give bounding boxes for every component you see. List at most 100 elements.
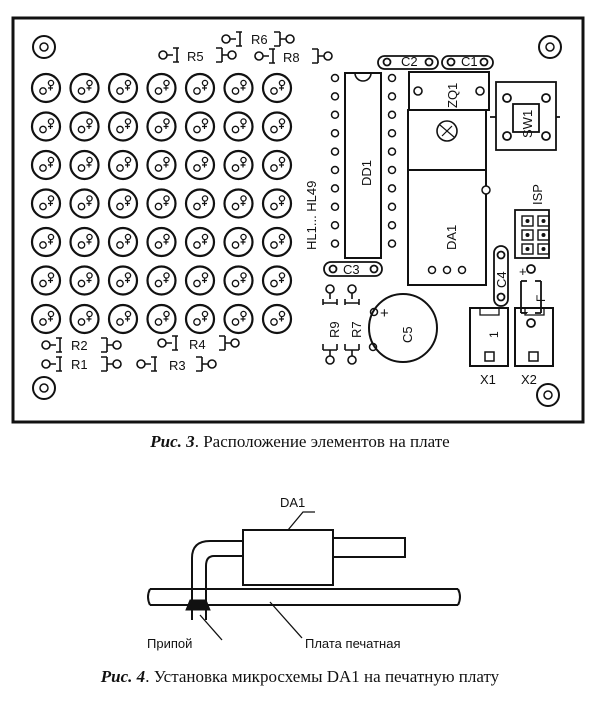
- isp-connector-label: ISP: [530, 184, 545, 205]
- mounting-hole-bottom-left: [32, 376, 56, 400]
- resistor-r6-label: R6: [251, 32, 268, 47]
- led: [184, 72, 216, 104]
- led: [146, 72, 177, 104]
- ic-pin: [387, 184, 397, 193]
- led: [30, 149, 62, 181]
- led: [223, 265, 254, 296]
- switch-sw1: [490, 81, 560, 151]
- figure4-caption-text: . Установка микросхемы DA1 на печатную п…: [145, 667, 500, 686]
- isp-pin: [537, 215, 550, 227]
- led: [107, 226, 139, 258]
- resistor-r1-label: R1: [71, 357, 88, 372]
- led-matrix-label: HL1... HL49: [304, 181, 319, 250]
- pcb-layout-figure: HL1... HL49 R6 R5 R8 R2 R1 R4 R3 D: [11, 16, 585, 424]
- resistor-r5: [158, 47, 237, 63]
- da1-mounting-figure: DA1 Припой Плата печатная: [147, 495, 461, 651]
- isp-pin: [521, 243, 534, 255]
- figure3-caption: Рис. 3. Расположение элементов на плате: [0, 432, 600, 452]
- led: [69, 111, 100, 142]
- pcb-board: [11, 16, 585, 424]
- led: [184, 149, 216, 181]
- ic-pin: [387, 110, 397, 120]
- da1-callout-label: DA1: [280, 495, 305, 510]
- ic-pin: [330, 239, 340, 248]
- solder-joint-drawing: [185, 599, 211, 611]
- figure4-caption-number: Рис. 4: [100, 667, 146, 686]
- led: [223, 72, 254, 104]
- led: [223, 226, 254, 258]
- ic-pin: [330, 73, 340, 83]
- capacitor-c3: [323, 261, 383, 277]
- led: [146, 188, 177, 219]
- crystal-zq1-label: ZQ1: [445, 83, 460, 108]
- connector-x2-label: X2: [521, 372, 537, 387]
- resistor-r3: [136, 356, 217, 372]
- resistor-r9: [322, 284, 338, 365]
- led: [261, 303, 293, 335]
- regulator-da1-label: DA1: [444, 225, 459, 250]
- fuse-f: [520, 264, 542, 328]
- mounting-hole-top-left: [32, 35, 56, 59]
- capacitor-c5-label: C5: [400, 326, 415, 343]
- led: [69, 188, 100, 219]
- ic-pin: [330, 165, 340, 175]
- led: [107, 265, 139, 296]
- led: [146, 149, 177, 181]
- connector-x1-pin-label: 1: [487, 331, 501, 338]
- led: [146, 111, 177, 142]
- ic-pin: [387, 165, 397, 175]
- led: [184, 303, 216, 335]
- led: [261, 188, 293, 219]
- led: [69, 265, 100, 296]
- isp-pin: [521, 215, 534, 227]
- ic-pin: [387, 128, 397, 138]
- capacitor-c4: [493, 245, 509, 307]
- switch-sw1-label: SW1: [520, 110, 535, 138]
- resistor-r8: [254, 48, 333, 64]
- ic-dd1: [330, 72, 397, 259]
- resistor-r9-label: R9: [327, 321, 342, 338]
- fuse-f-label: F: [534, 295, 548, 302]
- led: [184, 226, 216, 258]
- board-callout-label: Плата печатная: [305, 636, 400, 651]
- led: [146, 303, 177, 335]
- isp-pin-hole: [541, 219, 546, 223]
- led: [69, 149, 100, 181]
- connector-x1: [469, 307, 509, 367]
- led: [223, 303, 254, 335]
- led-matrix: [30, 72, 293, 335]
- resistor-r6: [221, 31, 295, 47]
- led: [184, 265, 216, 296]
- resistor-r2-label: R2: [71, 338, 88, 353]
- isp-pin-hole: [525, 233, 530, 237]
- led: [69, 72, 100, 104]
- ic-pin: [330, 147, 340, 156]
- ic-pin: [330, 128, 340, 138]
- capacitor-c1-label: C1: [461, 54, 478, 69]
- resistor-r8-label: R8: [283, 50, 300, 65]
- led: [184, 111, 216, 142]
- ic-pin: [330, 202, 340, 212]
- led: [261, 72, 293, 104]
- mounting-hole-bottom-right: [536, 383, 560, 407]
- resistor-r2: [41, 337, 122, 353]
- capacitor-c5-plus: +: [380, 305, 389, 322]
- ic-pin: [387, 73, 397, 83]
- isp-pin-hole: [525, 247, 530, 251]
- isp-connector: [514, 209, 550, 259]
- led: [107, 303, 139, 335]
- led: [30, 265, 62, 296]
- led: [30, 188, 62, 219]
- led: [261, 149, 293, 181]
- led: [146, 226, 177, 258]
- mounting-holes: [32, 35, 562, 407]
- capacitor-c5: [368, 293, 438, 363]
- figure3-caption-text: . Расположение элементов на плате: [194, 432, 450, 451]
- led: [30, 303, 62, 335]
- da1-lead-drawing: [191, 540, 243, 620]
- led: [69, 226, 100, 258]
- connector-x1-label: X1: [480, 372, 496, 387]
- led: [223, 111, 254, 142]
- led: [107, 72, 139, 104]
- isp-pin: [521, 229, 534, 241]
